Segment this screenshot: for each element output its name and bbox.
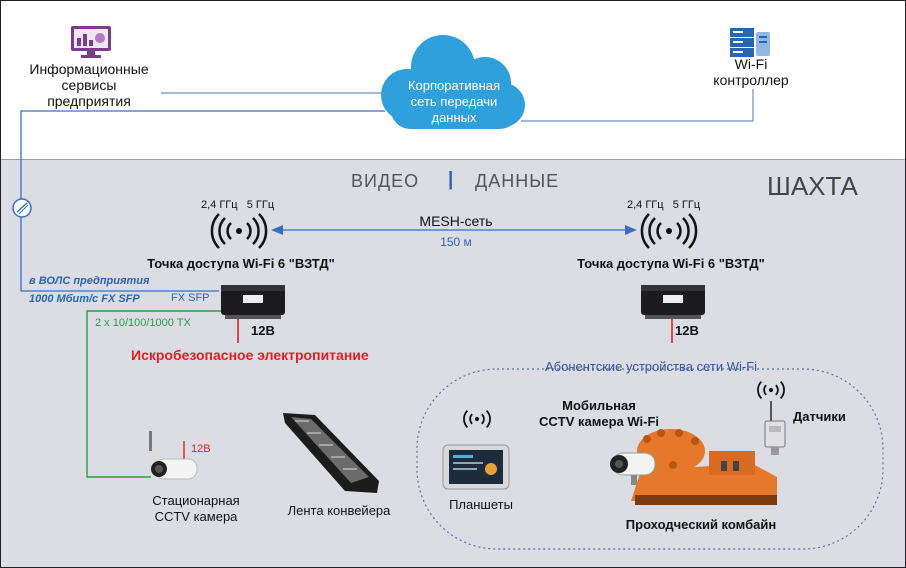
ports-label: 2 x 10/100/1000 TX — [95, 317, 191, 329]
mobile-camera-line1: Мобильная — [562, 398, 636, 413]
access-point-device-icon — [221, 285, 285, 319]
info-services-line1: Информационные — [29, 61, 149, 77]
tablet-icon — [442, 444, 510, 490]
video-label: ВИДЕО — [351, 171, 420, 191]
wifi-signal-icon — [640, 213, 698, 249]
subscribers-title: Абонентские устройства сети Wi-Fi — [544, 359, 758, 374]
ap-right-power: 12В — [675, 323, 699, 338]
safe-power-label: Искробезопасное электропитание — [131, 347, 369, 363]
fx-sfp-label: FX SFP — [171, 292, 210, 304]
camera-power: 12В — [191, 443, 211, 455]
ap-left-power: 12В — [251, 323, 275, 338]
wifi-signal-icon — [757, 380, 785, 400]
header-separator: | — [448, 169, 454, 190]
wifi-signal-icon — [210, 213, 268, 249]
cctv-camera-icon — [145, 431, 198, 480]
mesh-label: MESH-сеть — [419, 213, 493, 229]
corporate-network-label: Корпоративная сеть передачи данных — [379, 78, 529, 126]
mine-title: ШАХТА — [767, 171, 858, 201]
wifi-controller-line2: контроллер — [713, 72, 789, 88]
fiber-connector-icon — [12, 198, 32, 218]
data-label: ДАННЫЕ — [475, 171, 560, 191]
fiber-label-line1: в ВОЛС предприятия — [29, 275, 150, 287]
info-services-label: Информационные сервисы предприятия — [9, 61, 169, 109]
sensor-icon — [764, 401, 786, 455]
sensors-label: Датчики — [793, 409, 846, 424]
cloud-icon — [381, 35, 525, 129]
wifi-controller-line1: Wi-Fi — [734, 56, 768, 72]
stationary-camera-label: Стационарная CCTV камера — [131, 493, 261, 525]
mobile-camera-label: Мобильная CCTV камера Wi-Fi — [513, 398, 685, 430]
cloud-line3: данных — [431, 110, 477, 125]
ap-left-label: Точка доступа Wi-Fi 6 "ВЗТД" — [147, 256, 335, 271]
cloud-line1: Корпоративная — [407, 78, 501, 93]
conveyor-icon — [283, 413, 379, 493]
ap-right-bands: 2,4 ГГц 5 ГГц — [627, 199, 701, 211]
tablets-label: Планшеты — [449, 497, 513, 512]
mobile-camera-icon — [610, 452, 656, 485]
distance-label: 150 м — [440, 235, 472, 249]
cloud-line2: сеть передачи — [410, 94, 498, 109]
info-services-line3: предприятия — [47, 93, 131, 109]
combine-label: Проходческий комбайн — [625, 517, 777, 532]
ap-right-label: Точка доступа Wi-Fi 6 "ВЗТД" — [577, 256, 765, 271]
info-services-line2: сервисы — [61, 77, 117, 93]
camera-label-line2: CCTV камера — [154, 509, 238, 524]
wifi-controller-label: Wi-Fi контроллер — [691, 56, 811, 88]
ap-left-bands: 2,4 ГГц 5 ГГц — [201, 199, 275, 211]
conveyor-label: Лента конвейера — [287, 503, 391, 518]
mobile-camera-line2: CCTV камера Wi-Fi — [538, 414, 659, 429]
monitor-icon — [71, 26, 111, 58]
server-icon — [730, 28, 770, 57]
access-point-device-icon — [641, 285, 705, 319]
fiber-label-line2: 1000 Мбит/с FX SFP — [29, 293, 140, 305]
camera-label-line1: Стационарная — [152, 493, 240, 508]
wifi-signal-icon — [463, 409, 491, 429]
